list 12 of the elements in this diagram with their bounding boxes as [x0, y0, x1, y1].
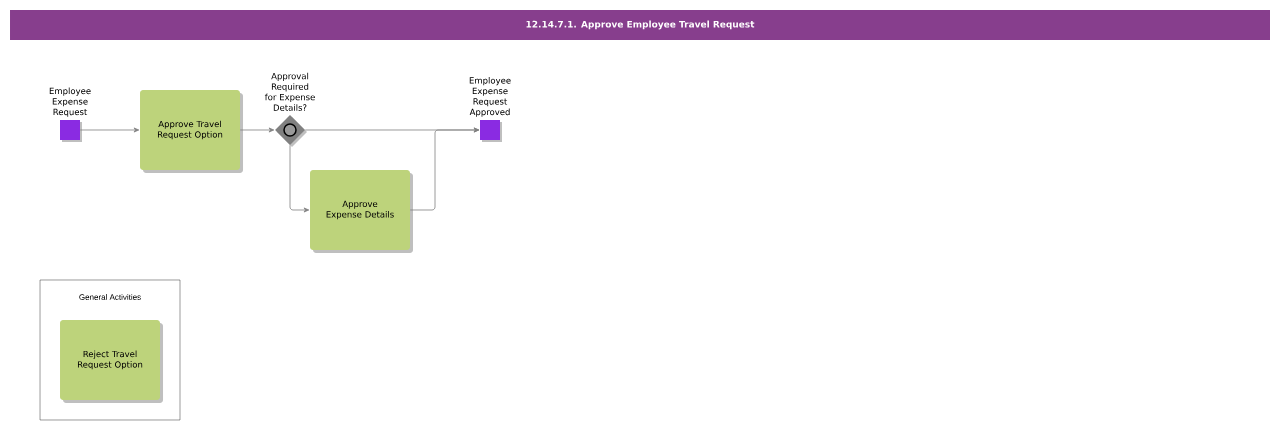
- title-banner: 12.14.7.1. Approve Employee Travel Request: [10, 10, 1270, 40]
- arrow: [239, 127, 275, 133]
- task-box: Approve Expense Details: [310, 170, 413, 253]
- event-label: Employee Expense Request: [49, 87, 91, 117]
- event-label: Employee Expense Request Approved: [469, 77, 511, 117]
- task-box: Reject Travel Request Option: [60, 320, 163, 403]
- task-box: Approve Travel Request Option: [140, 90, 243, 173]
- arrow: [79, 127, 140, 133]
- group-heading: General Activities: [79, 294, 141, 300]
- arrow: [289, 144, 310, 213]
- arrow: [409, 127, 480, 211]
- gateway-label: Approval Required for Expense Details?: [264, 72, 315, 111]
